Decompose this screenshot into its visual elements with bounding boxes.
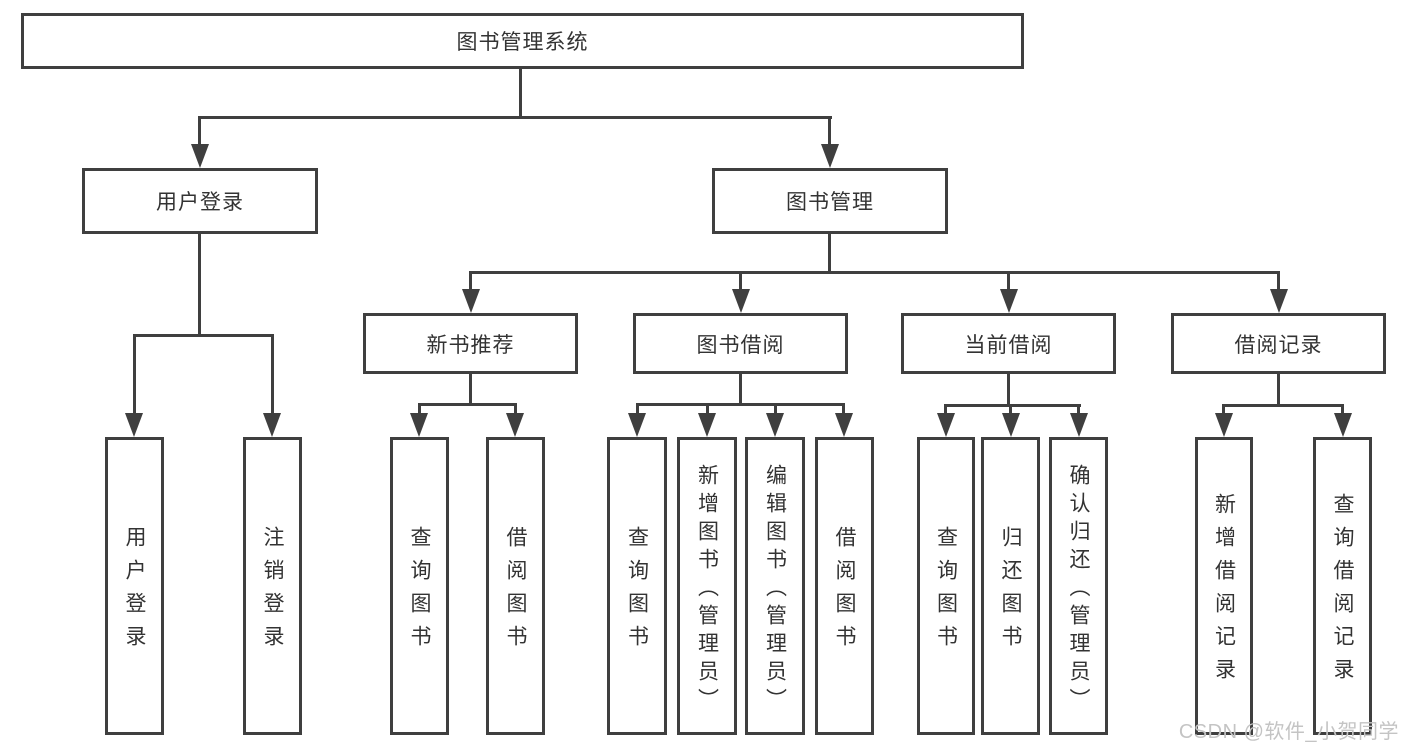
node-recommend-borrow-book: 借阅图书	[486, 437, 545, 735]
connector-segment	[828, 232, 831, 274]
connector-segment	[739, 271, 742, 292]
connector-segment	[1277, 373, 1280, 407]
node-new-book-recommend-label: 新书推荐	[426, 333, 515, 357]
connector-segment	[514, 403, 517, 416]
node-user-login-leaf: 用户登录	[105, 437, 164, 735]
arrowhead-icon	[732, 289, 750, 313]
arrowhead-icon	[263, 413, 281, 437]
node-borrow-query-book: 查询图书	[607, 437, 667, 735]
node-query-borrow-record: 查询借阅记录	[1313, 437, 1372, 735]
node-confirm-return-admin-label: 确认归还（管理员）	[1067, 463, 1090, 716]
node-return-book: 归还图书	[981, 437, 1040, 735]
arrowhead-icon	[835, 413, 853, 437]
arrowhead-icon	[462, 289, 480, 313]
connector-segment	[774, 403, 777, 416]
node-return-book-label: 归还图书	[999, 526, 1022, 658]
node-user-login-label: 用户登录	[156, 191, 244, 214]
node-recommend-borrow-book-label: 借阅图书	[504, 526, 527, 658]
arrowhead-icon	[191, 144, 209, 168]
connector-segment	[636, 403, 639, 416]
arrowhead-icon	[506, 413, 524, 437]
connector-segment	[1009, 404, 1012, 416]
connector-segment	[1341, 404, 1344, 416]
connector-segment	[1077, 404, 1080, 416]
node-book-borrow: 图书借阅	[633, 313, 848, 374]
arrowhead-icon	[698, 413, 716, 437]
node-logout-leaf: 注销登录	[243, 437, 302, 735]
connector-segment	[469, 271, 472, 292]
node-borrow-query-book-label: 查询图书	[625, 526, 649, 658]
connector-segment	[133, 334, 136, 416]
connector-segment	[418, 403, 517, 406]
connector-segment	[739, 373, 742, 406]
connector-segment	[133, 334, 274, 337]
connector-segment	[1222, 404, 1344, 407]
connector-segment	[1277, 271, 1280, 292]
node-book-management-label: 图书管理	[786, 191, 874, 214]
connector-segment	[198, 116, 201, 148]
node-root-label: 图书管理系统	[456, 31, 589, 54]
connector-segment	[271, 334, 274, 416]
connector-segment	[1222, 404, 1225, 416]
watermark: CSDN @软件_小贺同学	[1178, 721, 1399, 743]
connector-segment	[828, 116, 831, 148]
node-edit-book-admin-label: 编辑图书（管理员）	[763, 463, 787, 716]
connector-segment	[1007, 271, 1010, 292]
connector-segment	[944, 404, 947, 416]
node-recommend-query-book-label: 查询图书	[408, 526, 431, 658]
node-root: 图书管理系统	[21, 13, 1024, 69]
connector-segment	[706, 403, 709, 416]
node-borrow-record-label: 借阅记录	[1234, 333, 1323, 357]
connector-segment	[469, 271, 1280, 274]
arrowhead-icon	[1334, 413, 1352, 437]
node-current-query-book: 查询图书	[917, 437, 975, 735]
arrowhead-icon	[937, 413, 955, 437]
node-edit-book-admin: 编辑图书（管理员）	[745, 437, 805, 735]
arrowhead-icon	[1000, 289, 1018, 313]
node-book-management: 图书管理	[712, 168, 948, 234]
node-recommend-query-book: 查询图书	[390, 437, 449, 735]
connector-segment	[1007, 373, 1010, 407]
connector-segment	[198, 232, 201, 337]
arrowhead-icon	[1215, 413, 1233, 437]
connector-segment	[519, 67, 522, 119]
arrowhead-icon	[628, 413, 646, 437]
connector-segment	[418, 403, 421, 416]
arrowhead-icon	[821, 144, 839, 168]
node-add-borrow-record-label: 新增借阅记录	[1212, 493, 1236, 691]
connector-segment	[842, 403, 845, 416]
arrowhead-icon	[125, 413, 143, 437]
node-user-login-leaf-label: 用户登录	[123, 526, 146, 658]
arrowhead-icon	[766, 413, 784, 437]
node-confirm-return-admin: 确认归还（管理员）	[1049, 437, 1108, 735]
connector-segment	[944, 404, 1081, 407]
connector-segment	[636, 403, 845, 406]
arrowhead-icon	[1270, 289, 1288, 313]
node-current-query-book-label: 查询图书	[934, 526, 958, 658]
node-add-book-admin-label: 新增图书（管理员）	[695, 463, 719, 716]
node-new-book-recommend: 新书推荐	[363, 313, 578, 374]
node-logout-leaf-label: 注销登录	[261, 526, 284, 658]
node-borrow-book-leaf: 借阅图书	[815, 437, 874, 735]
node-borrow-book-leaf-label: 借阅图书	[833, 526, 856, 658]
node-add-borrow-record: 新增借阅记录	[1195, 437, 1253, 735]
arrowhead-icon	[410, 413, 428, 437]
connector-segment	[469, 373, 472, 406]
node-user-login: 用户登录	[82, 168, 318, 234]
node-add-book-admin: 新增图书（管理员）	[677, 437, 737, 735]
node-book-borrow-label: 图书借阅	[696, 333, 785, 357]
arrowhead-icon	[1070, 413, 1088, 437]
node-borrow-record: 借阅记录	[1171, 313, 1386, 374]
connector-segment	[198, 116, 832, 119]
arrowhead-icon	[1002, 413, 1020, 437]
node-query-borrow-record-label: 查询借阅记录	[1331, 493, 1354, 691]
node-current-borrow: 当前借阅	[901, 313, 1116, 374]
node-current-borrow-label: 当前借阅	[964, 333, 1053, 357]
